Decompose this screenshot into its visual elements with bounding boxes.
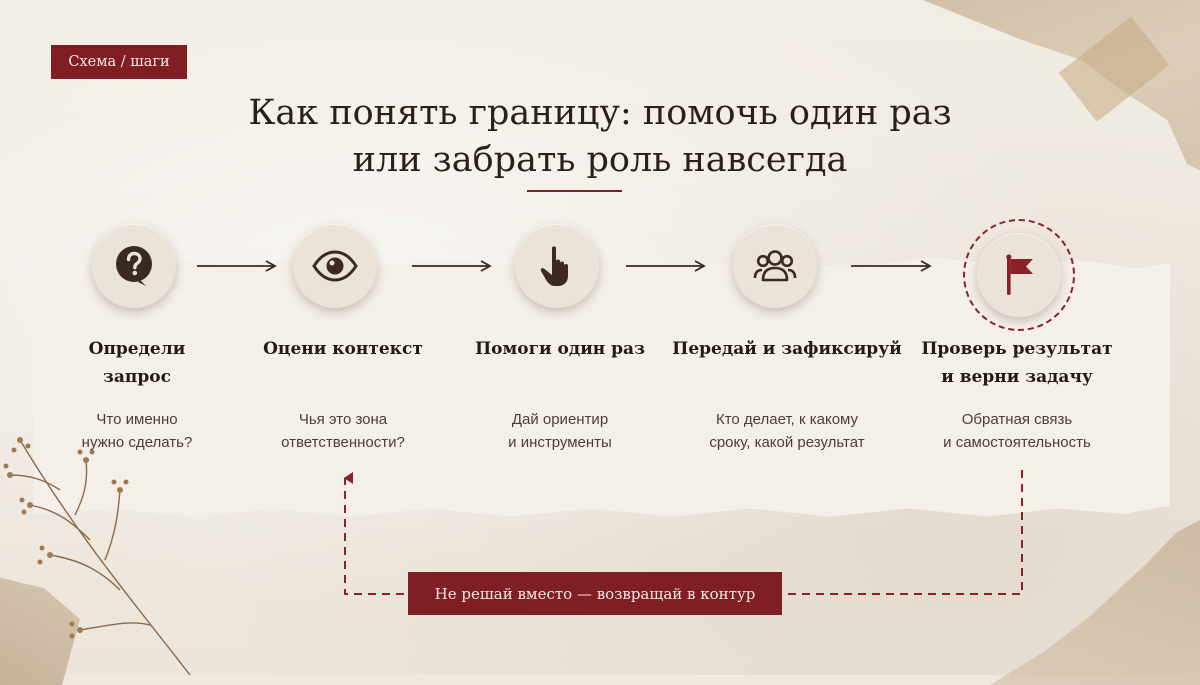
step-1-title: Определи запрос [32,335,242,391]
step-3-circle [515,224,599,308]
dried-flower-branch [3,437,191,675]
step-desc-line: и инструменты [508,434,612,451]
step-4-circle [733,224,817,308]
step-5-title: Проверь результат и верни задачу [912,335,1122,391]
step-title-line: Передай и зафиксируй [672,339,902,359]
page-title: Как понять границу: помочь один раз или … [180,90,1020,184]
flag-icon [1006,254,1033,295]
question-icon [116,246,152,286]
title-line: Как понять границу: помочь один раз [248,93,952,133]
step-desc-line: нужно сделать? [81,434,193,451]
highlight-ring [963,219,1075,331]
step-title-line: и верни задачу [941,367,1093,387]
step-2-title: Оцени контекст [238,335,448,363]
step-3-description: Дай ориентир и инструменты [455,408,665,454]
step-title-line: Оцени контекст [263,339,423,359]
step-4-description: Кто делает, к какому сроку, какой резуль… [676,408,898,454]
step-1-circle [92,224,176,308]
step-desc-line: Кто делает, к какому [715,411,859,428]
step-title-line: Помоги один раз [475,339,645,359]
step-5-description: Обратная связь и самостоятельность [912,408,1122,454]
pointing-hand-icon [540,246,568,286]
step-2-description: Чья это зона ответственности? [238,408,448,454]
step-desc-line: Дай ориентир [511,411,609,428]
step-5-circle [977,233,1061,317]
step-title-line: Проверь результат [921,339,1113,359]
title-line: или забрать роль навсегда [352,140,848,180]
step-desc-line: Обратная связь [961,411,1073,428]
loop-note-badge: Не решай вместо — возвращай в контур [408,572,782,615]
step-desc-line: Чья это зона [298,411,388,428]
step-title-line: запрос [103,367,171,387]
section-tag: Схема / шаги [51,45,187,79]
step-3-title: Помоги один раз [455,335,665,363]
step-desc-line: ответственности? [281,434,405,451]
step-1-description: Что именно нужно сделать? [32,408,242,454]
people-icon [753,250,797,282]
title-underline [527,190,622,192]
step-title-line: Определи [88,339,186,359]
step-4-title: Передай и зафиксируй [671,335,903,363]
eye-icon [312,250,358,282]
step-desc-line: сроку, какой результат [709,434,865,451]
step-2-circle [293,224,377,308]
step-desc-line: Что именно [96,411,178,428]
step-desc-line: и самостоятельность [943,434,1091,451]
